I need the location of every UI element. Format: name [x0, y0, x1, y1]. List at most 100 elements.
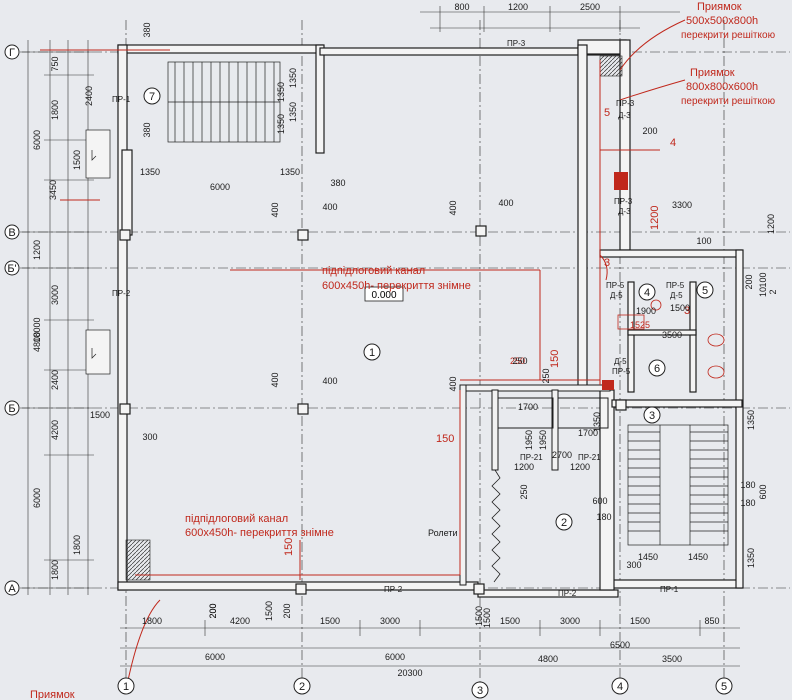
opening-pr21-a: ПР-21 — [520, 453, 543, 462]
dims-mid-3: 1950 — [538, 430, 548, 450]
dim-left-outer-0: 6000 — [32, 130, 42, 150]
floor-level: 0.000 — [371, 290, 396, 301]
dims-right-4: 1900 — [636, 306, 656, 316]
dims-bottom-row2-1: 6000 — [385, 652, 405, 662]
dims-mid-4: 250 — [519, 484, 529, 499]
axis-label-g: Г — [9, 47, 15, 59]
dims-bottom-row1-6: 3000 — [560, 616, 580, 626]
dim-bottom-total: 20300 — [397, 668, 422, 678]
pit2-title: Приямок — [690, 67, 735, 79]
dims-bottom-row1-2: 1500 — [320, 616, 340, 626]
pit1-cover: перекрити решіткою — [681, 30, 776, 41]
dims-bottom-row1-3: 1500 — [474, 606, 484, 626]
dim-left-mid-1: 1200 — [32, 240, 42, 260]
red-5: 5 — [604, 107, 610, 119]
hatched-elements — [125, 55, 623, 581]
dims-stair7-1: 1350 — [288, 68, 298, 88]
dims-bottom-row1-4: 3000 — [380, 616, 400, 626]
dim-left-mid-2: 4800 — [32, 332, 42, 352]
opening-pr5-b: ПР-5 — [666, 281, 685, 290]
dims-interior-3: 380 — [330, 178, 345, 188]
dims-mid-1: 1700 — [578, 428, 598, 438]
axis-bubbles-bottom: 1 2 3 4 5 — [117, 677, 733, 699]
dims-right-8: 100 — [758, 272, 768, 287]
red-150c: 150 — [283, 538, 295, 556]
dims-bottom-row1-7: 1500 — [630, 616, 650, 626]
dims-right-2: 100 — [696, 236, 711, 246]
axis-label-5: 5 — [721, 681, 727, 693]
red-annotations: Приямок 500x500x800h перекрити решіткою … — [30, 1, 776, 700]
room-number-2: 2 — [561, 517, 567, 529]
dims-stair7-0: 380 — [142, 22, 152, 37]
bottom-pit-label: Приямок — [30, 689, 75, 700]
red-1200: 1200 — [649, 206, 661, 230]
dims-interior-4: 400 — [270, 202, 280, 217]
dims-right-7: 200 — [744, 274, 754, 289]
dims-bottom-row1-1: 4200 — [230, 616, 250, 626]
channel2-line2: 600x450h- перекриття знімне — [185, 527, 334, 539]
dims-right-11: 1350 — [746, 410, 756, 430]
red-250: 250 — [510, 356, 525, 366]
axis-label-2: 2 — [299, 681, 305, 693]
dims-left-inner-1: 1800 — [50, 100, 60, 120]
dims-right-12: 180 — [740, 480, 755, 490]
dims-left-inner-5: 1800 — [72, 535, 82, 555]
axis-label-b: Б — [8, 403, 15, 415]
dims-stair7-2: 1350 — [288, 102, 298, 122]
walls — [117, 39, 744, 598]
dim-top-0: 800 — [454, 2, 469, 12]
pit1-size: 500x500x800h — [686, 15, 758, 27]
dims-bottom-row2-4: 6500 — [610, 640, 630, 650]
dims-mid-6: 1200 — [514, 462, 534, 472]
red-3b: 3 — [684, 305, 690, 317]
dims-right-3: 1200 — [766, 214, 776, 234]
axis-label-1: 1 — [123, 681, 129, 693]
room-number-1: 1 — [369, 347, 375, 359]
room-number-7: 7 — [149, 91, 155, 103]
room-number-6: 6 — [654, 363, 660, 375]
dims-interior-0: 1350 — [140, 167, 160, 177]
dims-stair7-3: 380 — [142, 122, 152, 137]
dims-interior-7: 400 — [498, 198, 513, 208]
opening-d5-b: Д-5 — [670, 291, 683, 300]
dims-bottom-row2-3: 3500 — [662, 654, 682, 664]
red-4: 4 — [670, 137, 676, 149]
axis-label-b-prime: Б' — [7, 263, 16, 275]
dims-bottom-row1-0: 1800 — [142, 616, 162, 626]
channel1-line1: підпідлоговий канал — [322, 265, 425, 277]
dims-mid-11: 1450 — [688, 552, 708, 562]
dims-left-inner-3: 3000 — [50, 285, 60, 305]
stair-room-7 — [167, 61, 281, 143]
opening-pr1-bottom: ПР-1 — [660, 585, 679, 594]
dims-right-15: 1350 — [746, 548, 756, 568]
dims-left-inner-6: 4200 — [50, 420, 60, 440]
opening-pr2-left: ПР-2 — [112, 289, 131, 298]
dims-mid-8: 600 — [592, 496, 607, 506]
dims-interior-8: 400 — [270, 372, 280, 387]
dims-bottom-row1-8: 850 — [704, 616, 719, 626]
dims-mid-12: 400 — [448, 376, 458, 391]
dims-top: 800 1200 2500 — [454, 2, 600, 12]
dims-mid-2: 1950 — [524, 430, 534, 450]
room-number-4: 4 — [644, 287, 650, 299]
dims-mid-10: 1450 — [638, 552, 658, 562]
axis-label-a: А — [8, 583, 16, 595]
fixtures — [617, 299, 725, 379]
axis-label-4: 4 — [617, 681, 623, 693]
dims-right-14: 600 — [758, 484, 768, 499]
pit2-size: 800x800x600h — [686, 81, 758, 93]
axis-label-3: 3 — [477, 685, 483, 697]
dims-interior-14: 1500 — [90, 410, 110, 420]
red-markup — [40, 19, 686, 691]
opening-pr5-a: ПР-5 — [606, 281, 625, 290]
opening-pr2-bottom-b: ПР-2 — [558, 589, 577, 598]
dims-mid-5: 250 — [541, 368, 551, 383]
axis-bubbles-left: Г В Б' Б А — [4, 44, 20, 596]
